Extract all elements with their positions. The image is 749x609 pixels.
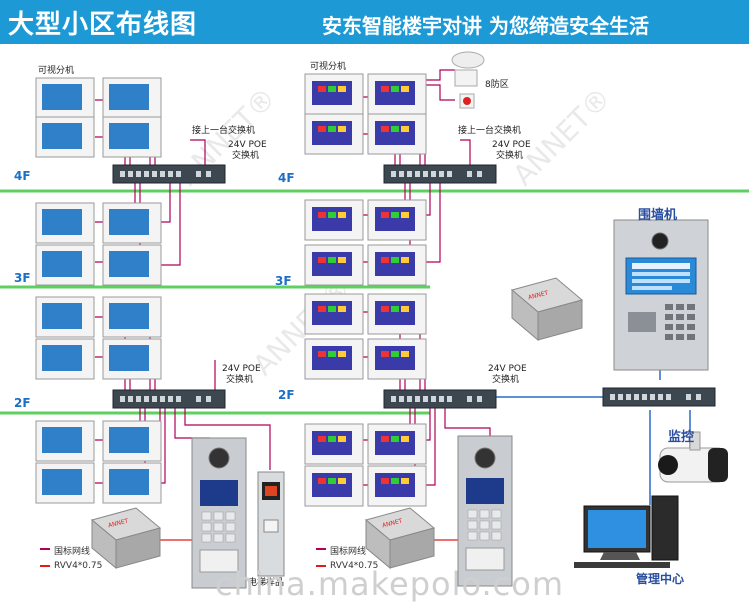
switch-type-label: 交换机 (232, 151, 260, 161)
connect-next-switch-label: 接上一台交换机 (458, 126, 522, 136)
legend-network-cable: 国标网线 (54, 547, 91, 557)
switch-model-label: 24V POE (222, 364, 261, 374)
floor-label-4f: 4F (278, 171, 295, 185)
switch-type-label: 交换机 (496, 151, 524, 161)
management-center-pc (574, 495, 679, 568)
elevator-sample-label: 电梯样品 (248, 578, 285, 588)
switch-type-label: 交换机 (226, 375, 254, 385)
poe-switches (112, 164, 716, 409)
diagram-title: 大型小区布线图 (8, 10, 198, 40)
floor-label-2f: 2F (14, 396, 31, 410)
header-bar: 大型小区布线图 安东智能楼宇对讲 为您缔造安全生活 (0, 0, 749, 44)
indoor-monitor-label: 可视分机 (310, 62, 347, 72)
switch-type-label: 交换机 (492, 375, 520, 385)
switch-model-label: 24V POE (492, 140, 531, 150)
floor-label-2f: 2F (278, 388, 295, 402)
company-slogan: 安东智能楼宇对讲 为您缔造安全生活 (322, 14, 649, 38)
alarm-sensors (451, 51, 485, 109)
floor-label-4f: 4F (14, 169, 31, 183)
legend-rvv-cable: RVV4*0.75 (54, 561, 103, 571)
legend-network-cable: 国标网线 (330, 547, 367, 557)
alarm-zones-label: 8防区 (485, 80, 509, 90)
switch-model-label: 24V POE (228, 140, 267, 150)
floor-label-3f: 3F (14, 271, 31, 285)
power-supply-boxes (90, 277, 584, 570)
website-watermark: china.makepolo.com (215, 565, 564, 603)
indoor-monitor-label: 可视分机 (38, 66, 75, 76)
wall-unit (613, 219, 709, 371)
door-stations (191, 435, 513, 589)
wall-unit-label: 围墙机 (638, 208, 678, 223)
legend-rvv-cable: RVV4*0.75 (330, 561, 379, 571)
indoor-monitors (35, 73, 427, 507)
switch-model-label: 24V POE (488, 364, 527, 374)
surveillance-label: 监控 (668, 430, 695, 445)
connect-next-switch-label: 接上一台交换机 (192, 126, 256, 136)
surveillance-camera (658, 431, 728, 483)
elevator-panel (257, 471, 285, 577)
floor-label-3f: 3F (275, 274, 292, 288)
management-center-label: 管理中心 (636, 572, 685, 586)
